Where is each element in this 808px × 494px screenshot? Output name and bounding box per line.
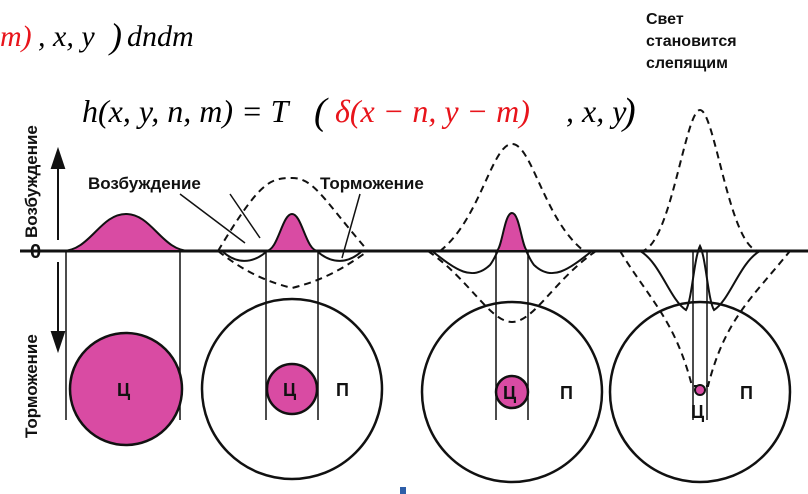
- light-caption-line1: Свет: [646, 11, 684, 28]
- center-label: Ц: [503, 383, 517, 403]
- axis-label-excitation: Возбуждение: [22, 125, 41, 238]
- center-label: Ц: [117, 380, 131, 400]
- periphery-label: П: [740, 383, 753, 403]
- excitation-label: Возбуждение: [88, 174, 201, 193]
- pointer-line: [230, 194, 260, 238]
- excitation-curve-2: [266, 214, 318, 251]
- formula-top-args: , x, y: [38, 20, 95, 53]
- pointer-line: [342, 194, 360, 258]
- axis-label-inhibition: Торможение: [22, 334, 41, 438]
- inhibition-dashed-3: [428, 251, 596, 322]
- arrow-down-icon: [52, 332, 64, 350]
- center-disc-4: [695, 385, 705, 395]
- periphery-label: П: [560, 383, 573, 403]
- formula-main: h(x, y, n, m) = T ( δ(x − n, y − m) , x,…: [82, 91, 636, 133]
- formula-main-close-paren: ): [621, 91, 636, 133]
- formula-main-lhs: h(x, y, n, m) = T: [82, 93, 291, 129]
- excitation-curve-1: [62, 214, 190, 251]
- center-label: Ц: [283, 380, 297, 400]
- formula-main-open-paren: (: [314, 91, 329, 133]
- panel-2: Ц П: [202, 178, 382, 479]
- panel-3: Ц П: [422, 144, 602, 482]
- formula-top: m) , x, y ) dndm: [0, 16, 194, 56]
- formula-top-red: m): [0, 20, 32, 53]
- light-caption-line2: становится: [646, 33, 737, 50]
- response-curve-4: [640, 246, 760, 310]
- excitation-dashed-4: [640, 110, 760, 251]
- panel-4: Свет становится слепящим Ц П: [610, 11, 790, 482]
- formula-top-tail: dndm: [127, 20, 194, 53]
- periphery-label: П: [336, 380, 349, 400]
- inhibition-label: Торможение: [320, 174, 424, 193]
- accent-mark: [400, 487, 406, 494]
- formula-main-rhs: , x, y: [566, 93, 627, 129]
- panel-1: Ц: [62, 214, 190, 445]
- inhibition-dashed-2: [218, 251, 368, 288]
- formula-top-paren: ): [108, 16, 122, 56]
- excitation-curve-3: [496, 213, 528, 251]
- formula-main-red: δ(x − n, y − m): [335, 93, 530, 129]
- light-caption-line3: слепящим: [646, 55, 728, 72]
- center-label: Ц: [691, 402, 705, 422]
- arrow-up-icon: [52, 150, 64, 168]
